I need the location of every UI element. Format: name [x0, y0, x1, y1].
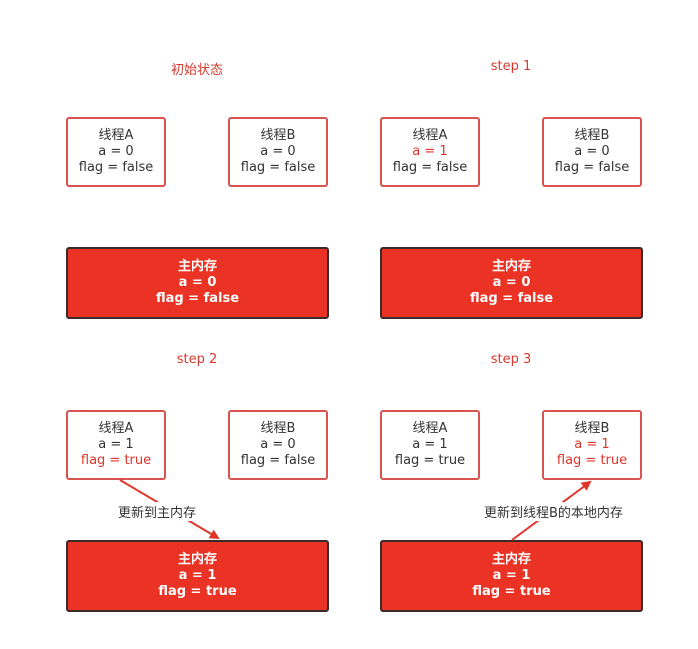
- panel-2-thread-a: 线程A a = 1 flag = false: [380, 117, 480, 187]
- thread-a-value: a = 1: [412, 144, 448, 159]
- memory-a-value: a = 1: [178, 568, 217, 583]
- memory-flag-value: flag = false: [155, 291, 240, 306]
- thread-flag-value: flag = false: [240, 160, 316, 175]
- panel-1-thread-b: 线程B a = 0 flag = false: [228, 117, 328, 187]
- thread-a-value: a = 0: [260, 437, 296, 452]
- memory-a-value: a = 1: [492, 568, 531, 583]
- panel-4-thread-b: 线程B a = 1 flag = true: [542, 410, 642, 480]
- thread-name: 线程B: [574, 128, 610, 143]
- thread-a-value: a = 0: [98, 144, 134, 159]
- panel-2-main-memory: 主内存 a = 0 flag = false: [380, 247, 643, 319]
- thread-name: 线程A: [412, 421, 448, 436]
- memory-flag-value: flag = false: [469, 291, 554, 306]
- memory-a-value: a = 0: [492, 275, 531, 290]
- memory-name: 主内存: [491, 552, 531, 567]
- panel-1-thread-a: 线程A a = 0 flag = false: [66, 117, 166, 187]
- panel-4-thread-a: 线程A a = 1 flag = true: [380, 410, 480, 480]
- thread-name: 线程B: [260, 421, 296, 436]
- thread-a-value: a = 0: [260, 144, 296, 159]
- panel-4-main-memory: 主内存 a = 1 flag = true: [380, 540, 643, 612]
- thread-a-value: a = 1: [412, 437, 448, 452]
- thread-a-value: a = 1: [98, 437, 134, 452]
- thread-a-value: a = 1: [574, 437, 610, 452]
- panel-3-thread-a: 线程A a = 1 flag = true: [66, 410, 166, 480]
- panel-3-title: step 2: [176, 352, 218, 367]
- memory-name: 主内存: [177, 259, 217, 274]
- panel-4-title: step 3: [490, 352, 532, 367]
- thread-flag-value: flag = false: [392, 160, 468, 175]
- arrow-label-update-thread-b: 更新到线程B的本地内存: [482, 502, 625, 521]
- thread-name: 线程A: [98, 128, 134, 143]
- thread-a-value: a = 0: [574, 144, 610, 159]
- thread-name: 线程B: [574, 421, 610, 436]
- panel-1-main-memory: 主内存 a = 0 flag = false: [66, 247, 329, 319]
- panel-1-title: 初始状态: [170, 63, 223, 78]
- thread-flag-value: flag = false: [240, 453, 316, 468]
- panel-2-thread-b: 线程B a = 0 flag = false: [542, 117, 642, 187]
- panel-3-thread-b: 线程B a = 0 flag = false: [228, 410, 328, 480]
- panel-3-main-memory: 主内存 a = 1 flag = true: [66, 540, 329, 612]
- thread-flag-value: flag = true: [80, 453, 152, 468]
- memory-flag-value: flag = true: [472, 584, 551, 599]
- memory-a-value: a = 0: [178, 275, 217, 290]
- thread-flag-value: flag = false: [78, 160, 154, 175]
- thread-name: 线程A: [98, 421, 134, 436]
- arrow-label-update-main-memory: 更新到主内存: [116, 502, 199, 521]
- memory-flag-value: flag = true: [158, 584, 237, 599]
- thread-flag-value: flag = true: [394, 453, 466, 468]
- memory-name: 主内存: [177, 552, 217, 567]
- thread-flag-value: flag = false: [554, 160, 630, 175]
- memory-name: 主内存: [491, 259, 531, 274]
- panel-2-title: step 1: [490, 59, 532, 74]
- thread-flag-value: flag = true: [556, 453, 628, 468]
- thread-name: 线程A: [412, 128, 448, 143]
- thread-name: 线程B: [260, 128, 296, 143]
